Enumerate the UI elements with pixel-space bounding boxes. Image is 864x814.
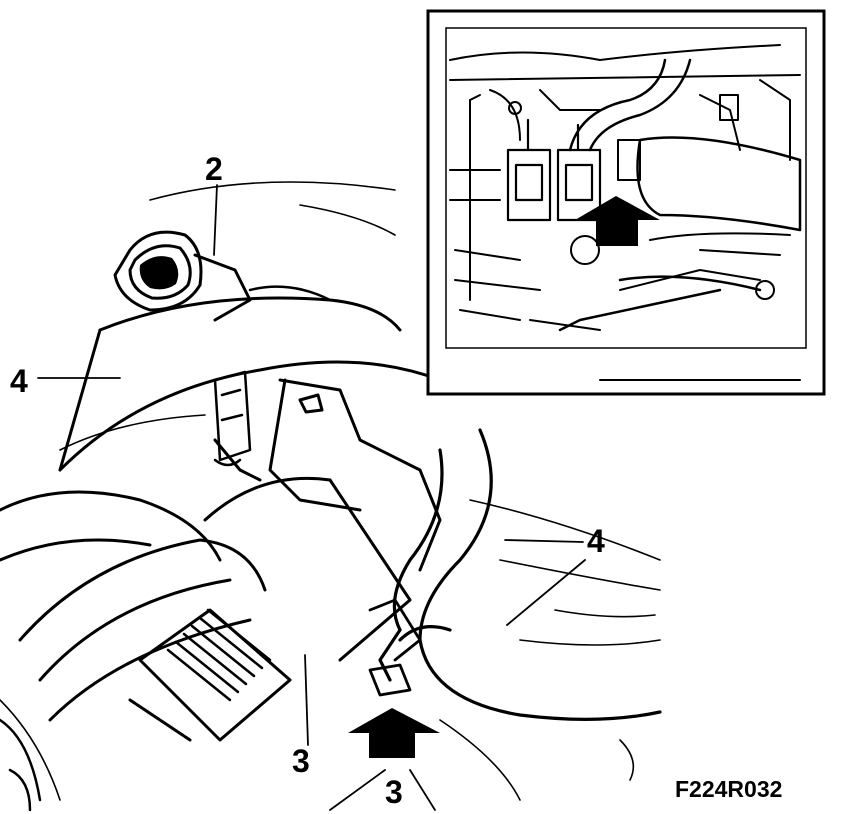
- arrow-inset: [575, 196, 660, 246]
- main-view: [0, 181, 662, 812]
- arrow-lower: [348, 708, 440, 758]
- inset-image-border: [445, 27, 807, 349]
- callout-4-left: 4: [10, 363, 28, 399]
- bracket-3: [368, 598, 422, 697]
- leader-lines: [37, 184, 586, 811]
- callout-3-bottom: 3: [385, 774, 403, 810]
- inset-view: [426, 9, 826, 396]
- callout-3-left: 3: [292, 743, 310, 779]
- callout-labels: 2 4 4 3 3 F224R032: [10, 151, 782, 810]
- sensor-2: [113, 230, 332, 322]
- inset-engine-lines: [449, 44, 801, 381]
- figure-code: F224R032: [675, 776, 782, 802]
- background-surfaces: [0, 181, 661, 801]
- hose-4-upper: [58, 296, 442, 472]
- inset-details: [469, 94, 775, 300]
- center-housing: [203, 378, 442, 662]
- inset-connectors: [506, 118, 602, 222]
- callout-4-right: 4: [587, 523, 605, 559]
- left-connector: [0, 490, 292, 812]
- inset-hose: [558, 58, 802, 332]
- callout-2: 2: [205, 151, 223, 187]
- connector-ribs: [166, 608, 272, 702]
- small-connector: [213, 370, 252, 467]
